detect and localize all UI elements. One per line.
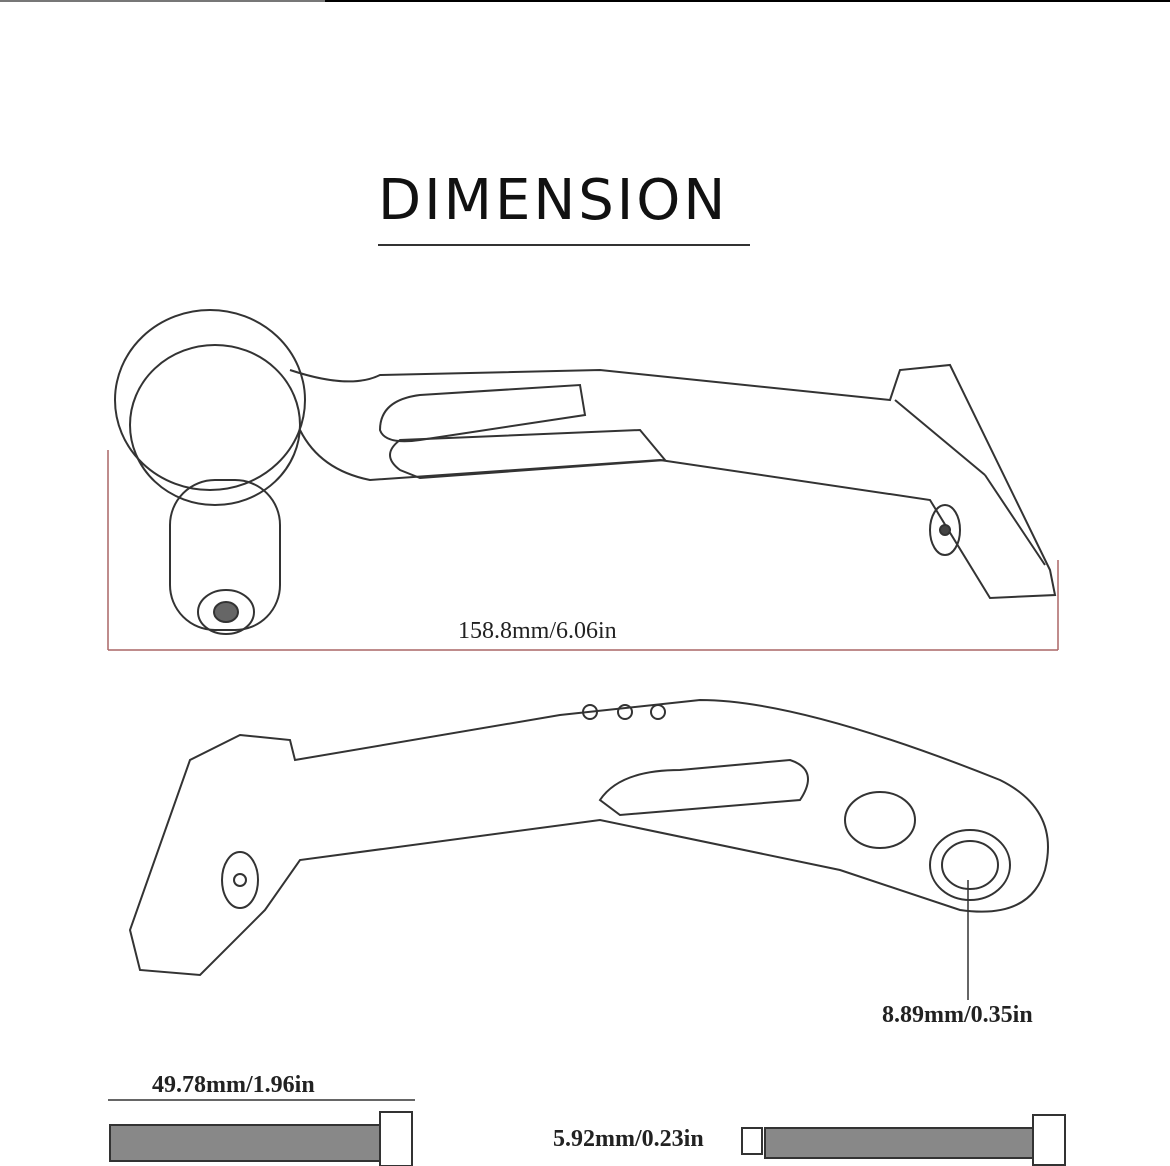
long-bolt-length-label: 49.78mm/1.96in <box>152 1072 315 1098</box>
hole-diameter-label: 8.89mm/0.35in <box>882 1002 1033 1028</box>
short-bolt-label: 5.92mm/0.23in <box>553 1126 704 1152</box>
top-border-accent <box>0 0 325 2</box>
top-view-guard <box>114 309 1057 635</box>
page-title: DIMENSION <box>378 168 729 233</box>
top-border <box>0 0 1170 2</box>
overall-length-label: 158.8mm/6.06in <box>458 618 617 644</box>
long-bolt <box>108 1099 415 1166</box>
overall-length-dimension-line <box>107 450 1059 651</box>
short-bolt <box>741 1114 1066 1166</box>
bottom-view-guard <box>128 698 1049 977</box>
title-underline <box>378 244 750 246</box>
